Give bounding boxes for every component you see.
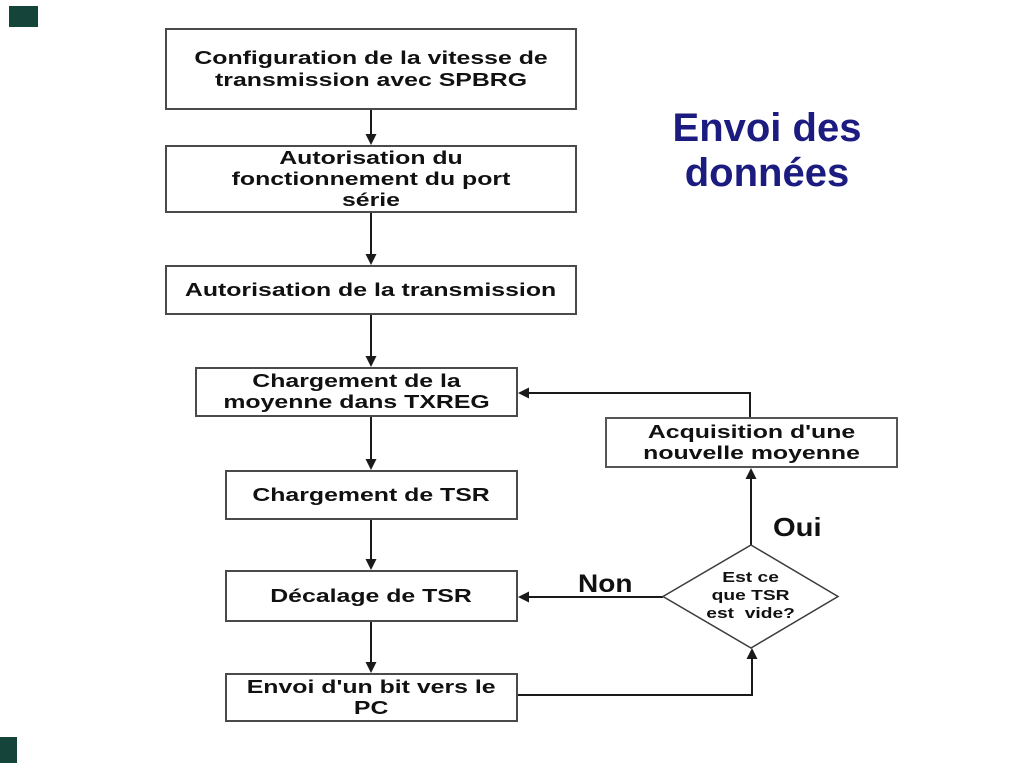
arrowhead [518,591,529,603]
arrowhead [745,468,757,479]
flow-box-label: Chargement de la moyenne dans TXREG [223,371,490,412]
flow-box-send-bit-pc: Envoi d'un bit vers le PC [225,673,518,722]
arrowhead [365,662,377,673]
corner-artifact-bottom-left [0,737,17,763]
flow-box-label: Autorisation de la transmission [185,280,557,300]
connector-sendbit-to-diamond [518,652,753,696]
arrowhead [365,134,377,145]
branch-label-non: Non [578,570,633,598]
arrowhead [365,459,377,470]
decision-label-wrap: Est ce que TSR est vide? [681,560,821,632]
arrowhead [365,559,377,570]
arrowhead [365,254,377,265]
flow-box-label: Configuration de la vitesse de transmiss… [194,48,548,90]
arrowhead [746,648,758,659]
flow-box-load-tsr: Chargement de TSR [225,470,518,520]
connector-acquisition-to-txreg [522,392,751,417]
arrowhead [518,387,529,399]
flow-box-label: Chargement de TSR [252,485,491,505]
slide-title: Envoi des données [672,106,862,195]
flow-box-label: Décalage de TSR [270,586,473,606]
corner-artifact-top-left [9,6,38,27]
branch-label-oui: Oui [773,512,822,542]
decision-label: Est ce que TSR est vide? [706,569,796,622]
flow-box-enable-serial-port: Autorisation du fonctionnement du port s… [165,145,577,213]
flow-box-acquire-new-mean: Acquisition d'une nouvelle moyenne [605,417,898,468]
flow-box-label: Envoi d'un bit vers le PC [247,676,496,718]
flow-box-label: Autorisation du fonctionnement du port s… [231,147,511,210]
arrowhead [365,356,377,367]
flow-box-config-spbrg: Configuration de la vitesse de transmiss… [165,28,577,110]
flow-box-label: Acquisition d'une nouvelle moyenne [643,421,860,463]
flow-box-load-txreg: Chargement de la moyenne dans TXREG [195,367,518,417]
flow-box-enable-transmission: Autorisation de la transmission [165,265,577,315]
decision-diamond [661,544,840,649]
flow-box-shift-tsr: Décalage de TSR [225,570,518,622]
